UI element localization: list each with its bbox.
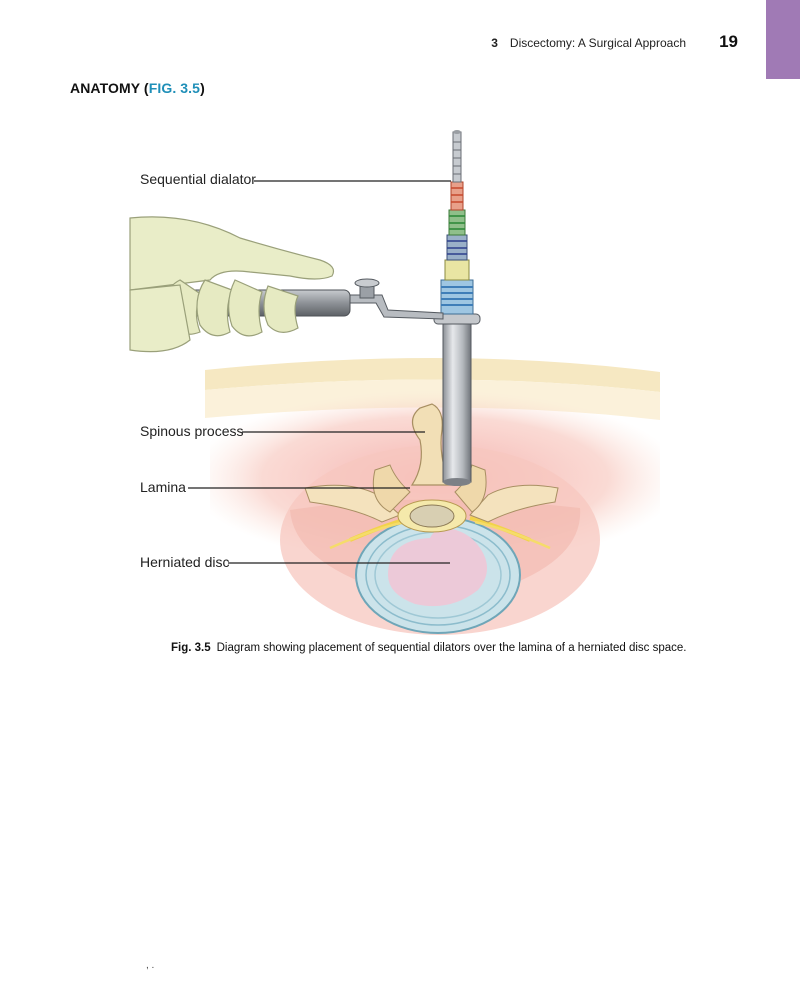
caption-text: Diagram showing placement of sequential … xyxy=(216,642,687,654)
figure-caption: Fig. 3.5 Diagram showing placement of seq… xyxy=(171,642,686,654)
page-number: 19 xyxy=(719,32,738,51)
chapter-number: 3 xyxy=(491,36,498,50)
dilator-tube-graphic xyxy=(433,130,481,486)
anatomy-illustration xyxy=(129,130,660,635)
chapter-tab xyxy=(766,0,800,79)
gloved-hand-graphic xyxy=(129,216,335,353)
label-sequential-dilator: Sequential dialator xyxy=(140,171,256,187)
callout-leader-lines xyxy=(188,180,451,564)
section-title-prefix: ANATOMY ( xyxy=(70,80,149,96)
anatomy-figure: Sequential dialator Spinous process Lami… xyxy=(120,120,680,640)
caption-figure-id: Fig. 3.5 xyxy=(171,642,211,654)
label-lamina: Lamina xyxy=(140,479,186,495)
section-title-suffix: ) xyxy=(200,80,205,96)
label-herniated-disc: Herniated disc xyxy=(140,554,230,570)
herniated-disc-graphic xyxy=(355,516,521,634)
chapter-title: Discectomy: A Surgical Approach xyxy=(509,36,686,50)
figure-reference-link[interactable]: FIG. 3.5 xyxy=(148,80,201,96)
lamina-graphic xyxy=(304,464,559,533)
nerve-roots xyxy=(329,516,551,550)
label-spinous-process: Spinous process xyxy=(140,423,244,439)
footer-marks: , . xyxy=(146,960,155,971)
section-heading: ANATOMY (FIG. 3.5) xyxy=(70,80,205,96)
running-head: 3 Discectomy: A Surgical Approach xyxy=(491,36,686,50)
